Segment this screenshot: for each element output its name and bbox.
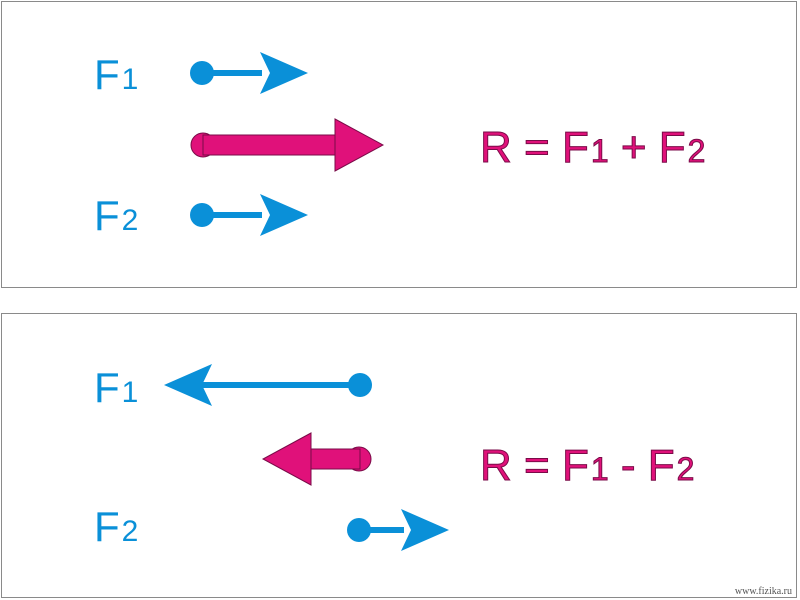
label-f1: F1 bbox=[94, 54, 138, 96]
label-f2: F2 bbox=[94, 506, 138, 548]
formula-sum: R = F1 + F2 bbox=[480, 123, 706, 172]
panel-same-direction: F1 F2 R = F1 + F2 bbox=[1, 1, 797, 288]
formula-diff-t2-sub: 2 bbox=[676, 451, 695, 487]
arrow-f1-head bbox=[164, 364, 212, 406]
arrow-f1 bbox=[164, 364, 372, 406]
formula-diff-t1: F bbox=[561, 441, 589, 490]
label-f1-letter: F bbox=[94, 51, 120, 98]
formula-diff-op: - bbox=[608, 441, 648, 490]
arrow-f2-shaft bbox=[359, 527, 404, 533]
formula-sum-t1-sub: 1 bbox=[590, 133, 609, 169]
formula-diff-eq: = bbox=[511, 441, 562, 490]
formula-diff-t2: F bbox=[647, 441, 675, 490]
arrow-f1 bbox=[190, 52, 308, 94]
arrow-resultant bbox=[190, 118, 385, 172]
label-f2-letter: F bbox=[94, 192, 120, 239]
formula-sum-t2: F bbox=[658, 123, 686, 172]
label-f1: F1 bbox=[94, 367, 138, 409]
arrow-f2-head bbox=[401, 509, 449, 551]
arrow-f2-head bbox=[260, 194, 308, 236]
label-f2: F2 bbox=[94, 195, 138, 237]
formula-sum-lhs: R bbox=[480, 123, 513, 172]
arrow-f2-shaft bbox=[202, 212, 262, 218]
formula-diff-t1-sub: 1 bbox=[590, 451, 609, 487]
arrow-resultant-head bbox=[261, 432, 312, 486]
label-f1-letter: F bbox=[94, 364, 120, 411]
formula-sum-op: + bbox=[608, 123, 659, 172]
arrow-f2 bbox=[347, 509, 449, 551]
label-f2-subscript: 2 bbox=[121, 204, 139, 237]
formula-sum-eq: = bbox=[511, 123, 562, 172]
formula-sum-t2-sub: 2 bbox=[687, 133, 706, 169]
arrow-f1-head bbox=[260, 52, 308, 94]
label-f1-subscript: 1 bbox=[121, 376, 139, 409]
formula-sum-t1: F bbox=[561, 123, 589, 172]
formula-difference: R = F1 - F2 bbox=[480, 441, 695, 490]
formula-diff-lhs: R bbox=[480, 441, 513, 490]
label-f2-subscript: 2 bbox=[121, 515, 139, 548]
arrow-resultant-head bbox=[334, 118, 385, 172]
site-credit: www.fizika.ru bbox=[734, 586, 792, 597]
label-f1-subscript: 1 bbox=[121, 63, 139, 96]
arrow-f1-shaft bbox=[202, 382, 360, 388]
arrow-f2 bbox=[190, 194, 308, 236]
label-f2-letter: F bbox=[94, 503, 120, 550]
arrow-f1-shaft bbox=[202, 70, 262, 76]
arrow-resultant bbox=[261, 432, 372, 486]
panel-opposite-direction: F1 F2 R = F1 - F2 bbox=[1, 313, 797, 598]
